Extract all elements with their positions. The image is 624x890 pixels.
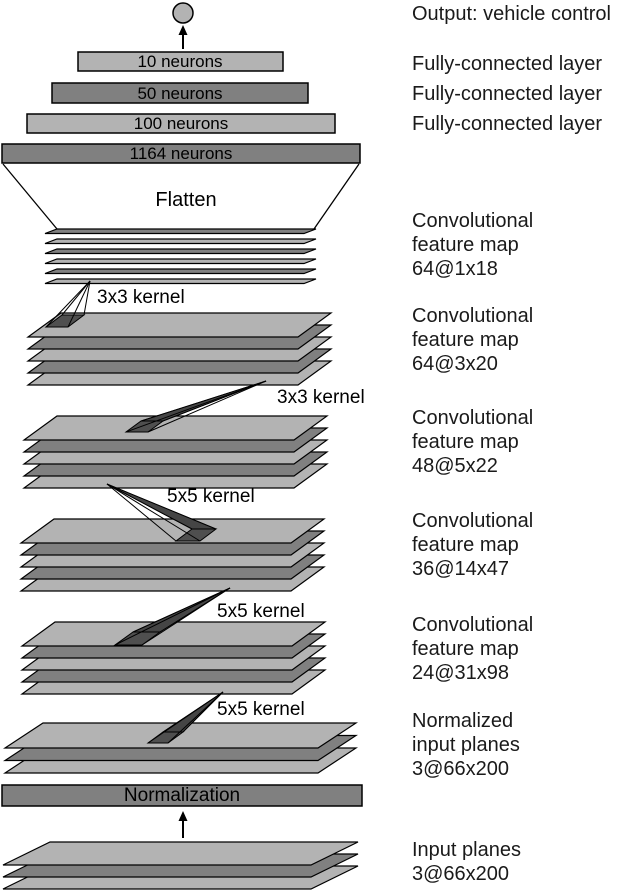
annotation-line: Convolutional <box>412 305 534 327</box>
kernel-fan-5 <box>147 691 224 744</box>
kernel-fan-2 <box>125 380 267 433</box>
fc-bar-10-label: 10 neurons <box>137 52 222 71</box>
fc-bar-10-neurons <box>77 51 284 72</box>
output-annotation: Output: vehicle control <box>412 3 611 25</box>
kernel-label-3: 5x5 kernel <box>167 486 255 507</box>
fc-annotation-2: Fully-connected layer <box>412 83 603 105</box>
annotation-line: 24@31x98 <box>412 662 510 684</box>
up-arrow-top <box>178 25 188 49</box>
fc-bar-100-neurons <box>26 113 336 134</box>
annotation-line: feature map <box>412 638 519 660</box>
output-neuron-circle <box>172 2 194 24</box>
annotation-line: feature map <box>412 329 519 351</box>
kernel-label-4: 5x5 kernel <box>217 601 305 622</box>
feature-map-stack-64x3x20 <box>26 312 333 386</box>
conv-annotation-48x5x22: Convolutional feature map 48@5x22 <box>412 406 533 478</box>
normalization-bar <box>1 784 363 807</box>
feature-map-stack-36x14x47 <box>19 518 326 592</box>
annotation-line: 3@66x200 <box>412 758 510 780</box>
normalization-label: Normalization <box>124 785 240 806</box>
annotation-line: Convolutional <box>412 614 534 636</box>
fc-bar-50-label: 50 neurons <box>137 84 222 103</box>
conv-annotation-24x31x98: Convolutional feature map 24@31x98 <box>412 613 533 685</box>
fc-annotation-1: Fully-connected layer <box>412 53 603 75</box>
fc-bar-100-label: 100 neurons <box>134 114 229 133</box>
annotation-line: feature map <box>412 431 519 453</box>
annotation-line: feature map <box>412 234 519 256</box>
annotation-line: 64@1x18 <box>412 258 498 280</box>
annotation-line: Convolutional <box>412 210 534 232</box>
input-planes-annotation: Input planes 3@66x200 <box>412 838 521 886</box>
annotation-line: 36@14x47 <box>412 558 510 580</box>
annotation-line: input planes <box>412 734 520 756</box>
fc-bar-1164-neurons <box>1 143 361 164</box>
annotation-line: Input planes <box>412 839 521 861</box>
feature-map-stack-64x1x18 <box>44 228 317 285</box>
flatten-label: Flatten <box>155 189 216 211</box>
kernel-fan-3 <box>106 483 217 542</box>
conv-annotation-64x1x18: Convolutional feature map 64@1x18 <box>412 209 533 281</box>
annotation-line: Convolutional <box>412 407 534 429</box>
fc-bar-50-neurons <box>51 82 309 104</box>
annotation-line: Normalized <box>412 710 514 732</box>
annotation-line: 3@66x200 <box>412 863 510 885</box>
kernel-label-5: 5x5 kernel <box>217 699 305 720</box>
feature-map-stack-24x31x98 <box>20 621 327 695</box>
kernel-label-2: 3x3 kernel <box>277 387 365 408</box>
input-planes-stack <box>2 841 359 890</box>
annotation-line: 48@5x22 <box>412 455 498 477</box>
annotation-line: 64@3x20 <box>412 353 498 375</box>
kernel-fan-4 <box>114 587 231 646</box>
kernel-fan-1 <box>45 280 91 328</box>
feature-map-stack-48x5x22 <box>22 415 329 489</box>
annotation-line: feature map <box>412 534 519 556</box>
kernel-label-1: 3x3 kernel <box>97 287 185 308</box>
normalized-input-annotation: Normalized input planes 3@66x200 <box>412 709 520 781</box>
up-arrow-bottom <box>178 811 188 838</box>
conv-annotation-36x14x47: Convolutional feature map 36@14x47 <box>412 509 533 581</box>
flatten-trapezoid <box>2 163 360 230</box>
normalized-input-planes-stack <box>2 722 359 774</box>
fc-bar-1164-label: 1164 neurons <box>130 144 233 163</box>
conv-annotation-64x3x20: Convolutional feature map 64@3x20 <box>412 304 533 376</box>
annotation-line: Convolutional <box>412 510 534 532</box>
fc-annotation-3: Fully-connected layer <box>412 113 603 135</box>
